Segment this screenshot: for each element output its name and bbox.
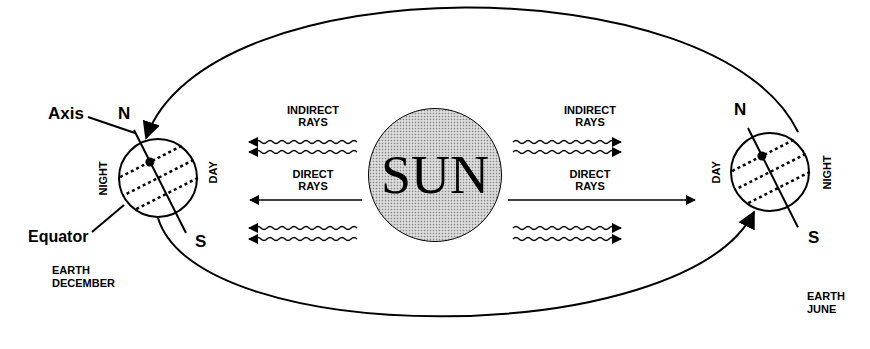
pole-label: S [195, 232, 206, 252]
direct-ray [250, 199, 362, 201]
indirect-ray [513, 227, 621, 230]
sun-label: SUN [381, 148, 489, 202]
equator-label: Equator [28, 228, 88, 246]
axis-label: Axis [48, 104, 84, 124]
indirect-ray [249, 151, 357, 154]
indirect-ray [249, 227, 357, 230]
day-label: DAY [207, 161, 220, 183]
direct-ray [508, 199, 695, 201]
pole-label: N [734, 100, 746, 120]
latitude-line [746, 172, 810, 204]
earth-globe: EARTH DECEMBER [118, 138, 198, 218]
indirect-ray [513, 141, 621, 144]
indirect-ray [513, 151, 621, 154]
ray-label: INDIRECT RAYS [283, 104, 343, 128]
day-label: DAY [710, 161, 723, 183]
indirect-ray [249, 238, 357, 241]
pole-label: N [118, 104, 130, 124]
latitude-line [118, 146, 182, 178]
earth-caption: EARTH DECEMBER [52, 264, 122, 290]
indirect-ray [513, 238, 621, 241]
ray-label: DIRECT RAYS [283, 168, 343, 192]
location-dot [145, 158, 154, 167]
latitude-line [730, 140, 794, 172]
night-label: NIGHT [97, 161, 110, 195]
leader-line [92, 205, 124, 232]
night-label: NIGHT [821, 155, 834, 189]
sun-circle: SUN [368, 108, 502, 242]
indirect-ray [249, 141, 357, 144]
latitude-line [134, 178, 198, 210]
earth-axis [748, 128, 798, 227]
earth-globe: EARTH JUNE [730, 132, 810, 212]
equator-line [734, 154, 805, 190]
earth-caption: EARTH JUNE [807, 290, 852, 316]
ray-label: DIRECT RAYS [560, 168, 620, 192]
pole-label: S [808, 228, 819, 248]
ray-label: INDIRECT RAYS [560, 104, 620, 128]
location-dot [757, 152, 766, 161]
equator-line [122, 160, 193, 196]
